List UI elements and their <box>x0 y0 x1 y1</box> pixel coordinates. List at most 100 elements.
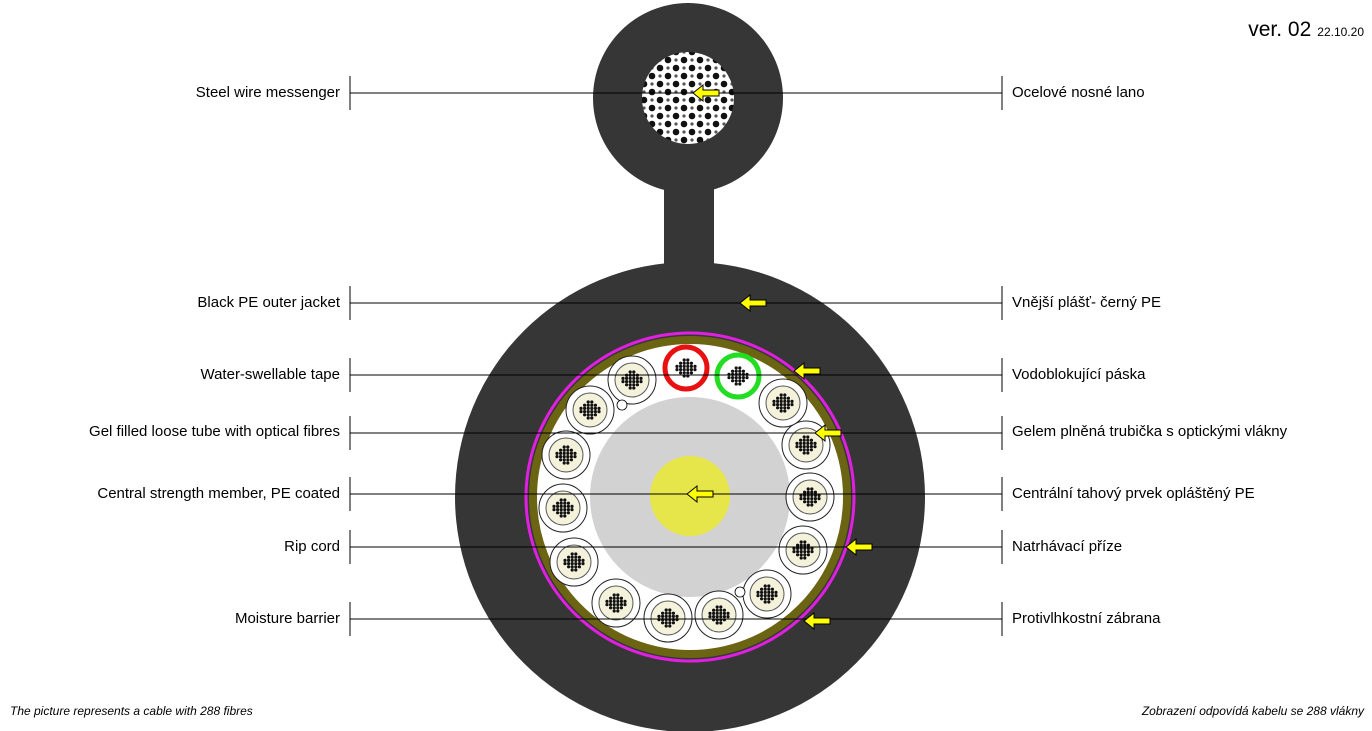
optical-fibre <box>559 451 563 455</box>
optical-fibre <box>760 594 764 598</box>
optical-fibre <box>619 599 624 604</box>
optical-fibre <box>806 487 810 491</box>
optical-fibre <box>616 606 620 610</box>
optical-fibre <box>581 562 585 566</box>
rip-cord <box>734 586 746 598</box>
optical-fibre <box>621 376 625 380</box>
optical-fibre <box>738 379 742 383</box>
optical-fibre <box>577 558 582 563</box>
optical-fibre <box>783 403 787 407</box>
optical-fibre <box>763 584 767 588</box>
optical-fibre <box>566 458 570 462</box>
loose-tube <box>758 378 808 428</box>
loose-tube <box>591 578 641 628</box>
optical-fibre <box>803 553 807 557</box>
optical-fibre <box>767 584 771 588</box>
optical-fibre <box>770 590 775 595</box>
optical-fibre <box>686 368 690 372</box>
version-number: ver. 02 <box>1248 18 1312 41</box>
optical-fibre <box>583 406 587 410</box>
optical-fibre <box>774 594 778 598</box>
optical-fibre <box>668 608 672 612</box>
optical-fibre <box>799 438 803 442</box>
label-steel-wire-messenger: Steel wire messenger <box>195 84 340 101</box>
optical-fibre <box>623 603 627 607</box>
optical-fibre <box>552 508 556 512</box>
optical-fibre <box>734 369 738 373</box>
optical-fibre <box>581 558 585 563</box>
optical-fibre <box>734 376 738 380</box>
optical-fibre <box>734 382 738 386</box>
optical-fibre <box>605 599 609 604</box>
optical-fibre <box>566 508 571 512</box>
loose-tube <box>785 472 835 522</box>
label-central-strength-member: Central strength member, PE coated <box>97 485 340 502</box>
optical-fibre <box>806 445 810 449</box>
optical-fibre <box>760 590 764 595</box>
optical-fibre <box>586 410 590 414</box>
optical-fibre <box>738 369 742 373</box>
rip-cord <box>616 399 628 411</box>
optical-fibre <box>583 413 587 417</box>
optical-fibre <box>605 603 609 607</box>
optical-fibre <box>570 552 574 556</box>
pointer-arrow <box>814 423 842 443</box>
optical-fibre <box>619 596 624 600</box>
optical-fibre <box>806 503 810 507</box>
optical-fibre <box>722 615 727 619</box>
optical-fibre <box>635 376 640 380</box>
optical-fibre <box>799 543 803 547</box>
optical-fibre <box>786 396 791 400</box>
optical-fibre <box>806 543 811 547</box>
optical-fibre <box>803 540 807 544</box>
footer-note-english: The picture represents a cable with 288 … <box>10 704 253 718</box>
optical-fibre <box>715 611 719 616</box>
optical-fibre <box>708 615 712 619</box>
optical-fibre <box>612 593 616 597</box>
loose-tube <box>778 525 828 575</box>
optical-fibre <box>566 455 570 459</box>
optical-fibre <box>738 372 742 376</box>
optical-fibre <box>806 546 811 551</box>
optical-fibre <box>779 409 783 413</box>
optical-fibre <box>776 406 780 410</box>
optical-fibre <box>783 393 787 397</box>
optical-fibre <box>712 611 716 616</box>
optical-fibre <box>679 371 683 375</box>
steel-wire-messenger <box>642 52 734 144</box>
optical-fibre <box>621 380 625 384</box>
optical-fibre <box>632 376 636 380</box>
optical-fibre <box>783 396 787 400</box>
label-moisture-barrier: Moisture barrier <box>234 610 340 627</box>
optical-fibre <box>574 558 578 563</box>
optical-fibre <box>555 455 559 459</box>
optical-fibre <box>562 451 566 455</box>
loose-tube <box>742 569 792 619</box>
optical-fibre <box>639 380 643 384</box>
optical-fibre <box>731 372 735 376</box>
optical-fibre <box>586 400 590 404</box>
optical-fibre <box>810 550 814 554</box>
optical-fibre <box>671 614 676 619</box>
optical-fibre <box>632 370 636 374</box>
label-ocelove-nosne-lano: Ocelové nosné lano <box>1012 84 1145 101</box>
optical-fibre <box>635 380 640 384</box>
optical-fibre <box>671 618 676 622</box>
optical-fibre <box>813 493 818 497</box>
optical-fibre <box>772 399 776 403</box>
optical-fibre <box>664 608 668 612</box>
optical-fibre <box>799 553 803 557</box>
optical-fibre <box>609 606 613 610</box>
optical-fibre <box>813 490 818 494</box>
label-natrhavaci-prize: Natrhávací příze <box>1012 538 1123 555</box>
optical-fibre <box>767 590 771 595</box>
optical-fibre <box>682 368 686 372</box>
optical-fibre <box>741 379 746 383</box>
optical-fibre <box>810 493 814 497</box>
optical-fibre <box>628 383 632 387</box>
optical-fibre <box>556 511 560 515</box>
optical-fibre <box>756 590 760 595</box>
optical-fibre <box>715 608 719 612</box>
label-gel-filled-loose-tube: Gel filled loose tube with optical fibre… <box>89 423 340 440</box>
optical-fibre <box>566 445 570 449</box>
